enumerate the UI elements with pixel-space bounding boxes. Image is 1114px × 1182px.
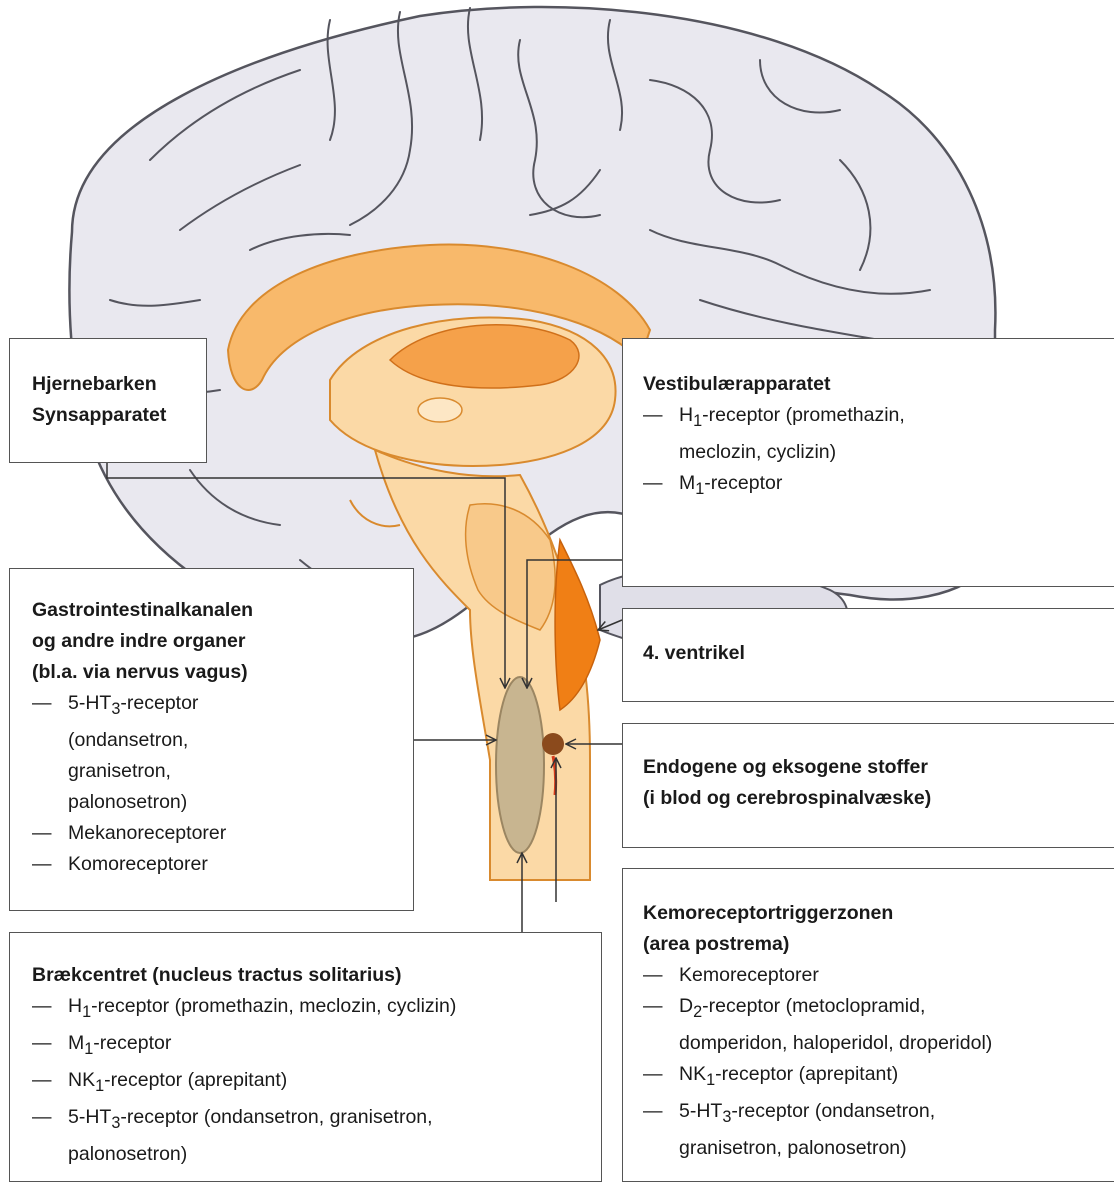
- cortex-line-1: Hjernebarken: [32, 369, 206, 400]
- cortex-line-2: Synsapparatet: [32, 400, 206, 431]
- vestibular-title: Vestibulærapparatet: [643, 369, 1114, 400]
- gi-box: Gastrointestinalkanalen og andre indre o…: [9, 568, 414, 911]
- vestibular-list: H1-receptor (promethazin, meclozin, cycl…: [643, 400, 1114, 505]
- ventricle-box: 4. ventrikel: [622, 608, 1114, 702]
- fourth-ventricle: [555, 540, 600, 710]
- list-item: Mekanoreceptorer: [32, 818, 413, 849]
- list-item: Komoreceptorer: [32, 849, 413, 880]
- ctz-box: Kemoreceptortriggerzonen (area postrema)…: [622, 868, 1114, 1182]
- vomiting-center-area: [496, 677, 544, 853]
- endogenous-box: Endogene og eksogene stoffer (i blod og …: [622, 723, 1114, 848]
- ctz-title-1: Kemoreceptortriggerzonen: [643, 898, 1114, 929]
- list-item: 5-HT3-receptor (ondansetron, granisetron…: [32, 1102, 601, 1170]
- endogenous-title-1: Endogene og eksogene stoffer: [643, 752, 1114, 783]
- endogenous-title-2: (i blod og cerebrospinalvæske): [643, 783, 1114, 814]
- list-item: H1-receptor (promethazin, meclozin, cycl…: [643, 400, 1114, 468]
- gi-title-2: og andre indre organer: [32, 626, 413, 657]
- gi-title-3: (bl.a. via nervus vagus): [32, 657, 413, 688]
- list-item: H1-receptor (promethazin, meclozin, cycl…: [32, 991, 601, 1028]
- ctz-title-2: (area postrema): [643, 929, 1114, 960]
- gi-title-1: Gastrointestinalkanalen: [32, 595, 413, 626]
- ctz-list: Kemoreceptorer D2-receptor (metocloprami…: [643, 960, 1114, 1164]
- vestibular-box: Vestibulærapparatet H1-receptor (prometh…: [622, 338, 1114, 587]
- list-item: M1-receptor: [643, 468, 1114, 505]
- interthalamic-adhesion: [418, 398, 462, 422]
- list-item: 5-HT3-receptor (ondansetron, granisetron…: [32, 688, 413, 818]
- list-item: D2-receptor (metoclopramid,domperidon, h…: [643, 991, 1114, 1059]
- list-item: NK1-receptor (aprepitant): [643, 1059, 1114, 1096]
- vomiting-center-box: Brækcentret (nucleus tractus solitarius)…: [9, 932, 602, 1182]
- gi-list: 5-HT3-receptor (ondansetron, granisetron…: [32, 688, 413, 880]
- list-item: NK1-receptor (aprepitant): [32, 1065, 601, 1102]
- ventricle-title: 4. ventrikel: [643, 638, 1114, 669]
- list-item: Kemoreceptorer: [643, 960, 1114, 991]
- list-item: 5-HT3-receptor (ondansetron,granisetron,…: [643, 1096, 1114, 1164]
- list-item: M1-receptor: [32, 1028, 601, 1065]
- cortex-box: Hjernebarken Synsapparatet: [9, 338, 207, 463]
- ctz-dot: [542, 733, 564, 755]
- vomiting-center-title: Brækcentret (nucleus tractus solitarius): [32, 960, 601, 991]
- vomiting-center-list: H1-receptor (promethazin, meclozin, cycl…: [32, 991, 601, 1170]
